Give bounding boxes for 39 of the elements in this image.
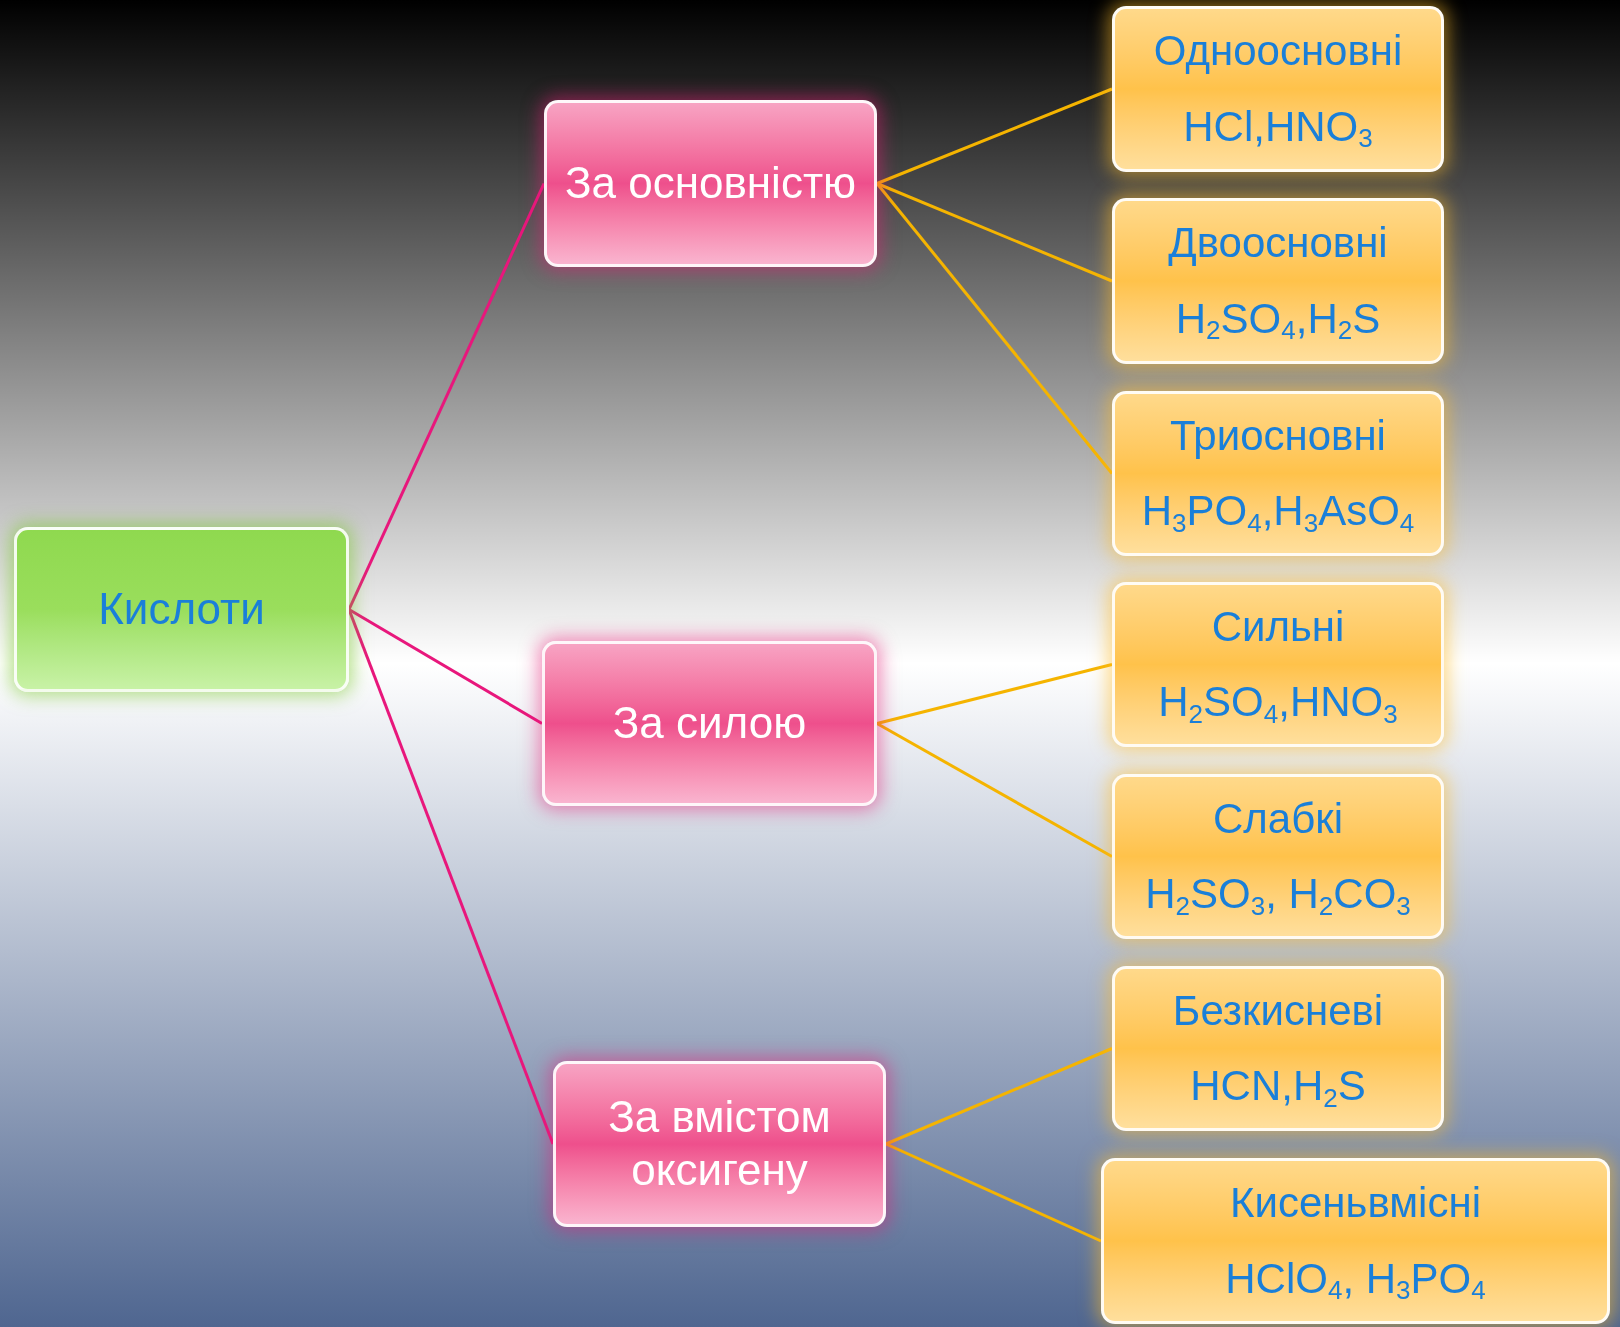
- category-box: [542, 641, 877, 806]
- type-box: [1112, 6, 1444, 172]
- connector-line: [876, 182, 1113, 283]
- box-title: Кисеньвмісні: [1230, 1177, 1481, 1228]
- box-title: Триосновні: [1170, 410, 1386, 461]
- formula-text: H$_{2}$SO$_{4}$,H$_{2}$S: [1175, 293, 1381, 345]
- connector-line: [348, 608, 543, 725]
- box-title: За силою: [612, 697, 807, 750]
- connector-line: [876, 87, 1113, 185]
- type-box: [1112, 391, 1444, 556]
- connector-line: [347, 182, 546, 611]
- type-box: [1112, 582, 1444, 747]
- root-box: [14, 527, 349, 692]
- type-box: [1101, 1158, 1610, 1324]
- box-title: Слабкі: [1213, 793, 1343, 844]
- box-title: За вмістом оксигену: [607, 1091, 832, 1196]
- connector-line: [876, 663, 1113, 725]
- type-box: [1112, 774, 1444, 939]
- formula-text: H$_{3}$PO$_{4}$,H$_{3}$AsO$_{4}$: [1141, 486, 1415, 537]
- box-title: Кислоти: [98, 583, 265, 636]
- formula-text: HClO$_{4}$, H$_{3}$PO$_{4}$: [1225, 1253, 1486, 1305]
- connector-line: [876, 722, 1113, 858]
- connector-line: [347, 608, 555, 1145]
- box-title: За основністю: [564, 157, 857, 210]
- type-box: [1112, 966, 1444, 1131]
- connector-line: [875, 182, 1114, 475]
- formula-text: H$_{2}$SO$_{4}$,HNO$_{3}$: [1158, 677, 1398, 728]
- box-title: Двоосновні: [1168, 217, 1388, 268]
- formula-text: HCN,H$_{2}$S: [1190, 1061, 1366, 1112]
- box-title: Одноосновні: [1153, 25, 1403, 76]
- category-box: [553, 1061, 886, 1227]
- box-title: Сильні: [1211, 601, 1345, 652]
- connector-line: [885, 1142, 1102, 1243]
- category-box: [544, 100, 877, 267]
- type-box: [1112, 198, 1444, 364]
- connector-line: [885, 1047, 1113, 1146]
- formula-text: H$_{2}$SO$_{3}$, H$_{2}$CO$_{3}$: [1145, 869, 1411, 920]
- formula-text: HCl,HNO$_{3}$: [1183, 101, 1373, 153]
- box-title: Безкисневі: [1172, 985, 1384, 1036]
